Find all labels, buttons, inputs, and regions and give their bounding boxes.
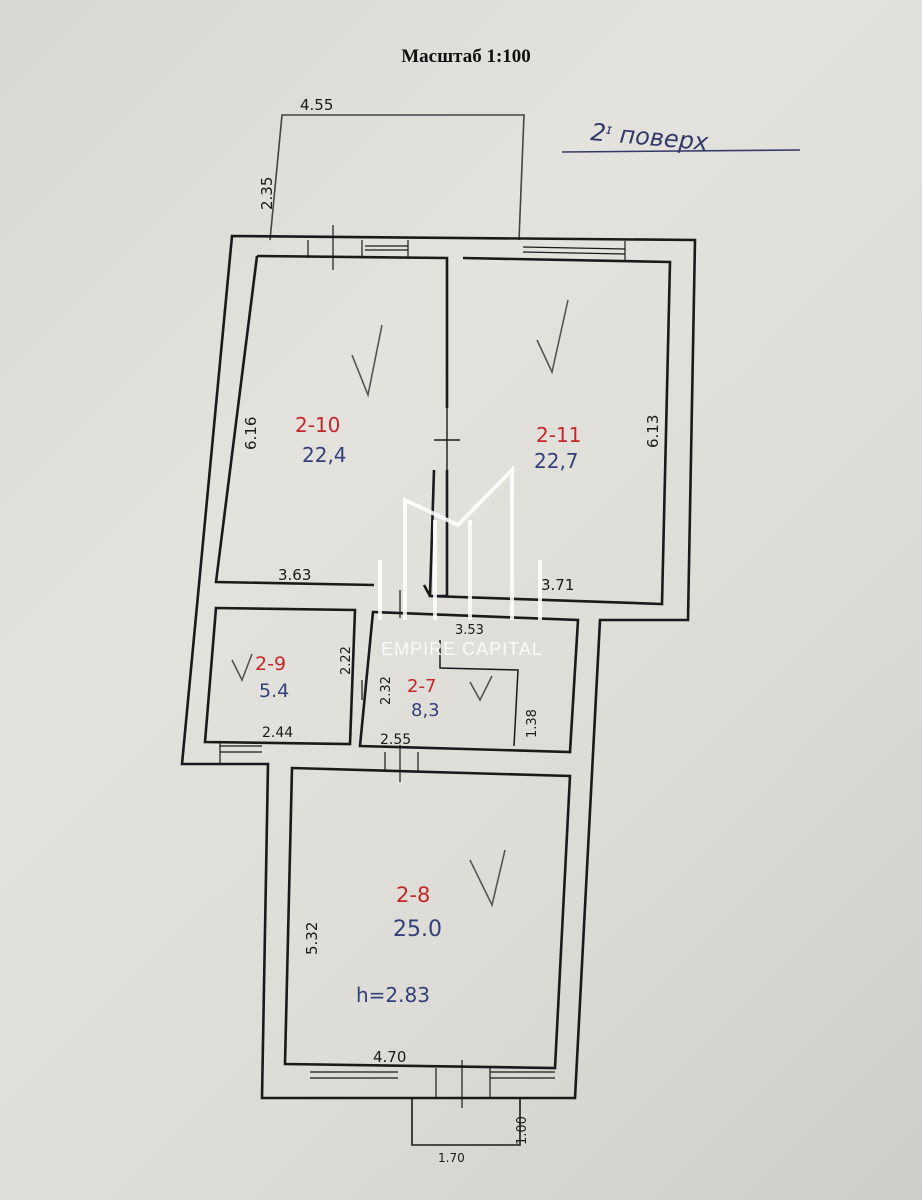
dim-room7-top: 3.53 [455, 623, 484, 638]
room-area-2-8: 25.0 [393, 917, 442, 942]
balcony-outline [269, 114, 525, 241]
watermark-text: EMPIRE CAPITAL [381, 639, 543, 659]
dim-balcony-width: 4.55 [300, 96, 333, 114]
room-area-2-10: 22,4 [302, 443, 347, 467]
check-mark-icon [536, 299, 569, 375]
check-mark-icon [351, 324, 383, 398]
check-mark-icon [231, 653, 253, 682]
room-height-2-8: h=2.83 [356, 983, 430, 1007]
dim-room8-width: 4.70 [373, 1048, 406, 1066]
room-labels: 2-10 22,4 2-11 22,7 2-9 5.4 2-7 8,3 2-8 … [255, 413, 581, 1007]
dim-room8-height: 5.32 [303, 922, 321, 955]
check-mark-icon [469, 675, 493, 702]
porch-outline [411, 1098, 521, 1146]
dim-room7-left: 2.32 [379, 676, 394, 705]
room-id-2-9: 2-9 [255, 653, 286, 675]
dimension-labels: 4.55 2.35 6.16 3.63 6.13 3.71 3.53 1.38 … [242, 96, 662, 1165]
dim-room9-width: 2.44 [262, 725, 293, 741]
dim-balcony-depth: 2.35 [258, 177, 276, 210]
scale-title: Масштаб 1:100 [401, 46, 531, 67]
check-mark-icon [469, 849, 506, 908]
room-id-2-10: 2-10 [295, 413, 340, 437]
dim-room10-height: 6.16 [242, 417, 260, 450]
dim-room10-width: 3.63 [278, 566, 311, 584]
check-marks [231, 299, 569, 908]
room-area-2-7: 8,3 [411, 700, 440, 721]
dim-porch-depth: 1.00 [515, 1116, 530, 1145]
watermark-logo-icon [378, 465, 542, 620]
dim-room7-bottom: 2.55 [380, 732, 411, 748]
outer-walls [180, 234, 697, 1100]
dim-room9-side: 2.22 [339, 646, 354, 675]
room-area-2-9: 5.4 [259, 680, 289, 702]
dim-room11-height: 6.13 [644, 415, 662, 448]
room-id-2-11: 2-11 [536, 423, 581, 447]
windows [219, 225, 626, 1108]
room-id-2-7: 2-7 [407, 676, 436, 697]
dim-room7-side: 1.38 [525, 709, 540, 738]
dim-room11-width: 3.71 [541, 576, 574, 594]
room-area-2-11: 22,7 [534, 449, 579, 473]
floor-label-group: 2ᶦ поверх [561, 118, 801, 156]
room-id-2-8: 2-8 [396, 883, 430, 907]
floor-label-underline [561, 149, 801, 153]
dim-porch-width: 1.70 [438, 1151, 465, 1165]
watermark: EMPIRE CAPITAL [378, 465, 543, 659]
room7-inner-wall [439, 640, 519, 747]
